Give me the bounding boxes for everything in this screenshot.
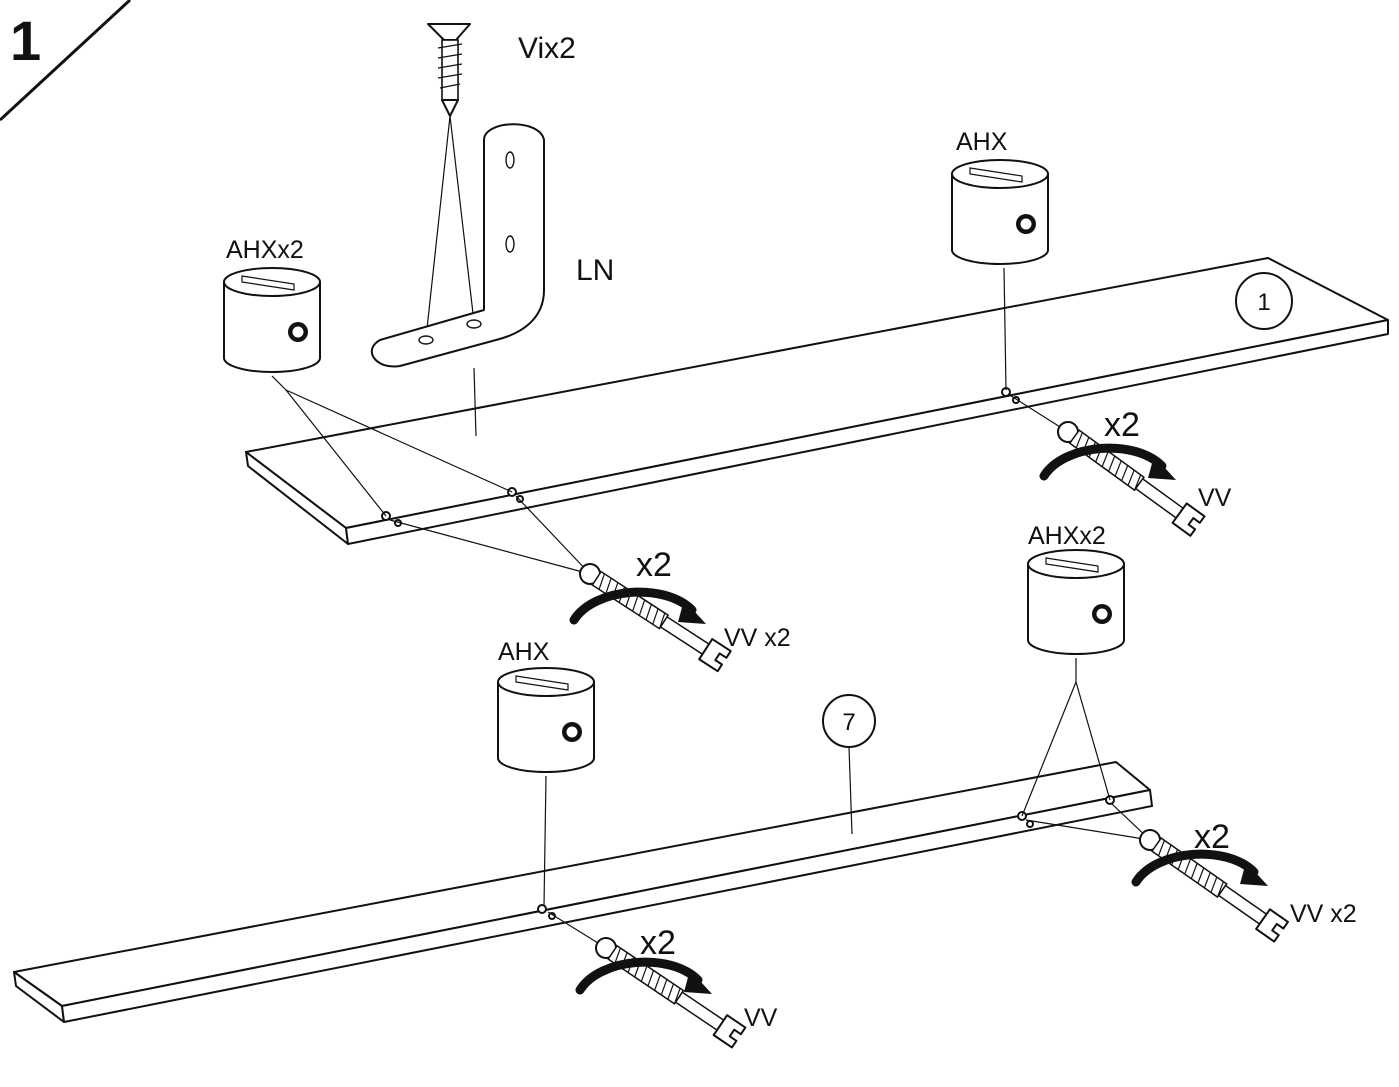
cam-lock-icon (223, 267, 321, 373)
l-bracket-icon (370, 123, 545, 368)
turn-count-bottom-left: x2 (640, 924, 676, 962)
turn-count-top-left: x2 (636, 546, 672, 584)
panel-7: 7 (13, 694, 1153, 1023)
bolt-label-top-left: VV x2 (724, 624, 791, 652)
cam-label-bottom-right: AHXx2 (1028, 522, 1106, 550)
bolt-label-bottom-left: VV (744, 1004, 778, 1032)
bracket-label: LN (576, 254, 614, 287)
cam-label-bottom-left: AHX (498, 638, 550, 666)
panel-1-number: 1 (1257, 289, 1270, 316)
cam-lock-icon (497, 667, 595, 773)
panel-1: 1 (245, 257, 1389, 545)
turn-count-bottom-right: x2 (1194, 818, 1230, 856)
cam-lock-icon (1027, 549, 1125, 655)
bolt-label-top-right: VV (1198, 484, 1232, 512)
step-badge: 1 (0, 0, 132, 122)
bolt-label-bottom-right: VV x2 (1290, 900, 1357, 928)
step-number: 1 (10, 9, 41, 72)
part-number-circle (1235, 272, 1293, 330)
turn-count-top-right: x2 (1104, 406, 1140, 444)
screw-icon (427, 23, 471, 117)
screw-label: Vix2 (518, 32, 576, 65)
cam-lock-icon (951, 159, 1049, 265)
cam-label-top-right: AHX (956, 128, 1008, 156)
panel-7-number: 7 (842, 709, 855, 736)
cam-label-top-left: AHXx2 (226, 236, 304, 264)
